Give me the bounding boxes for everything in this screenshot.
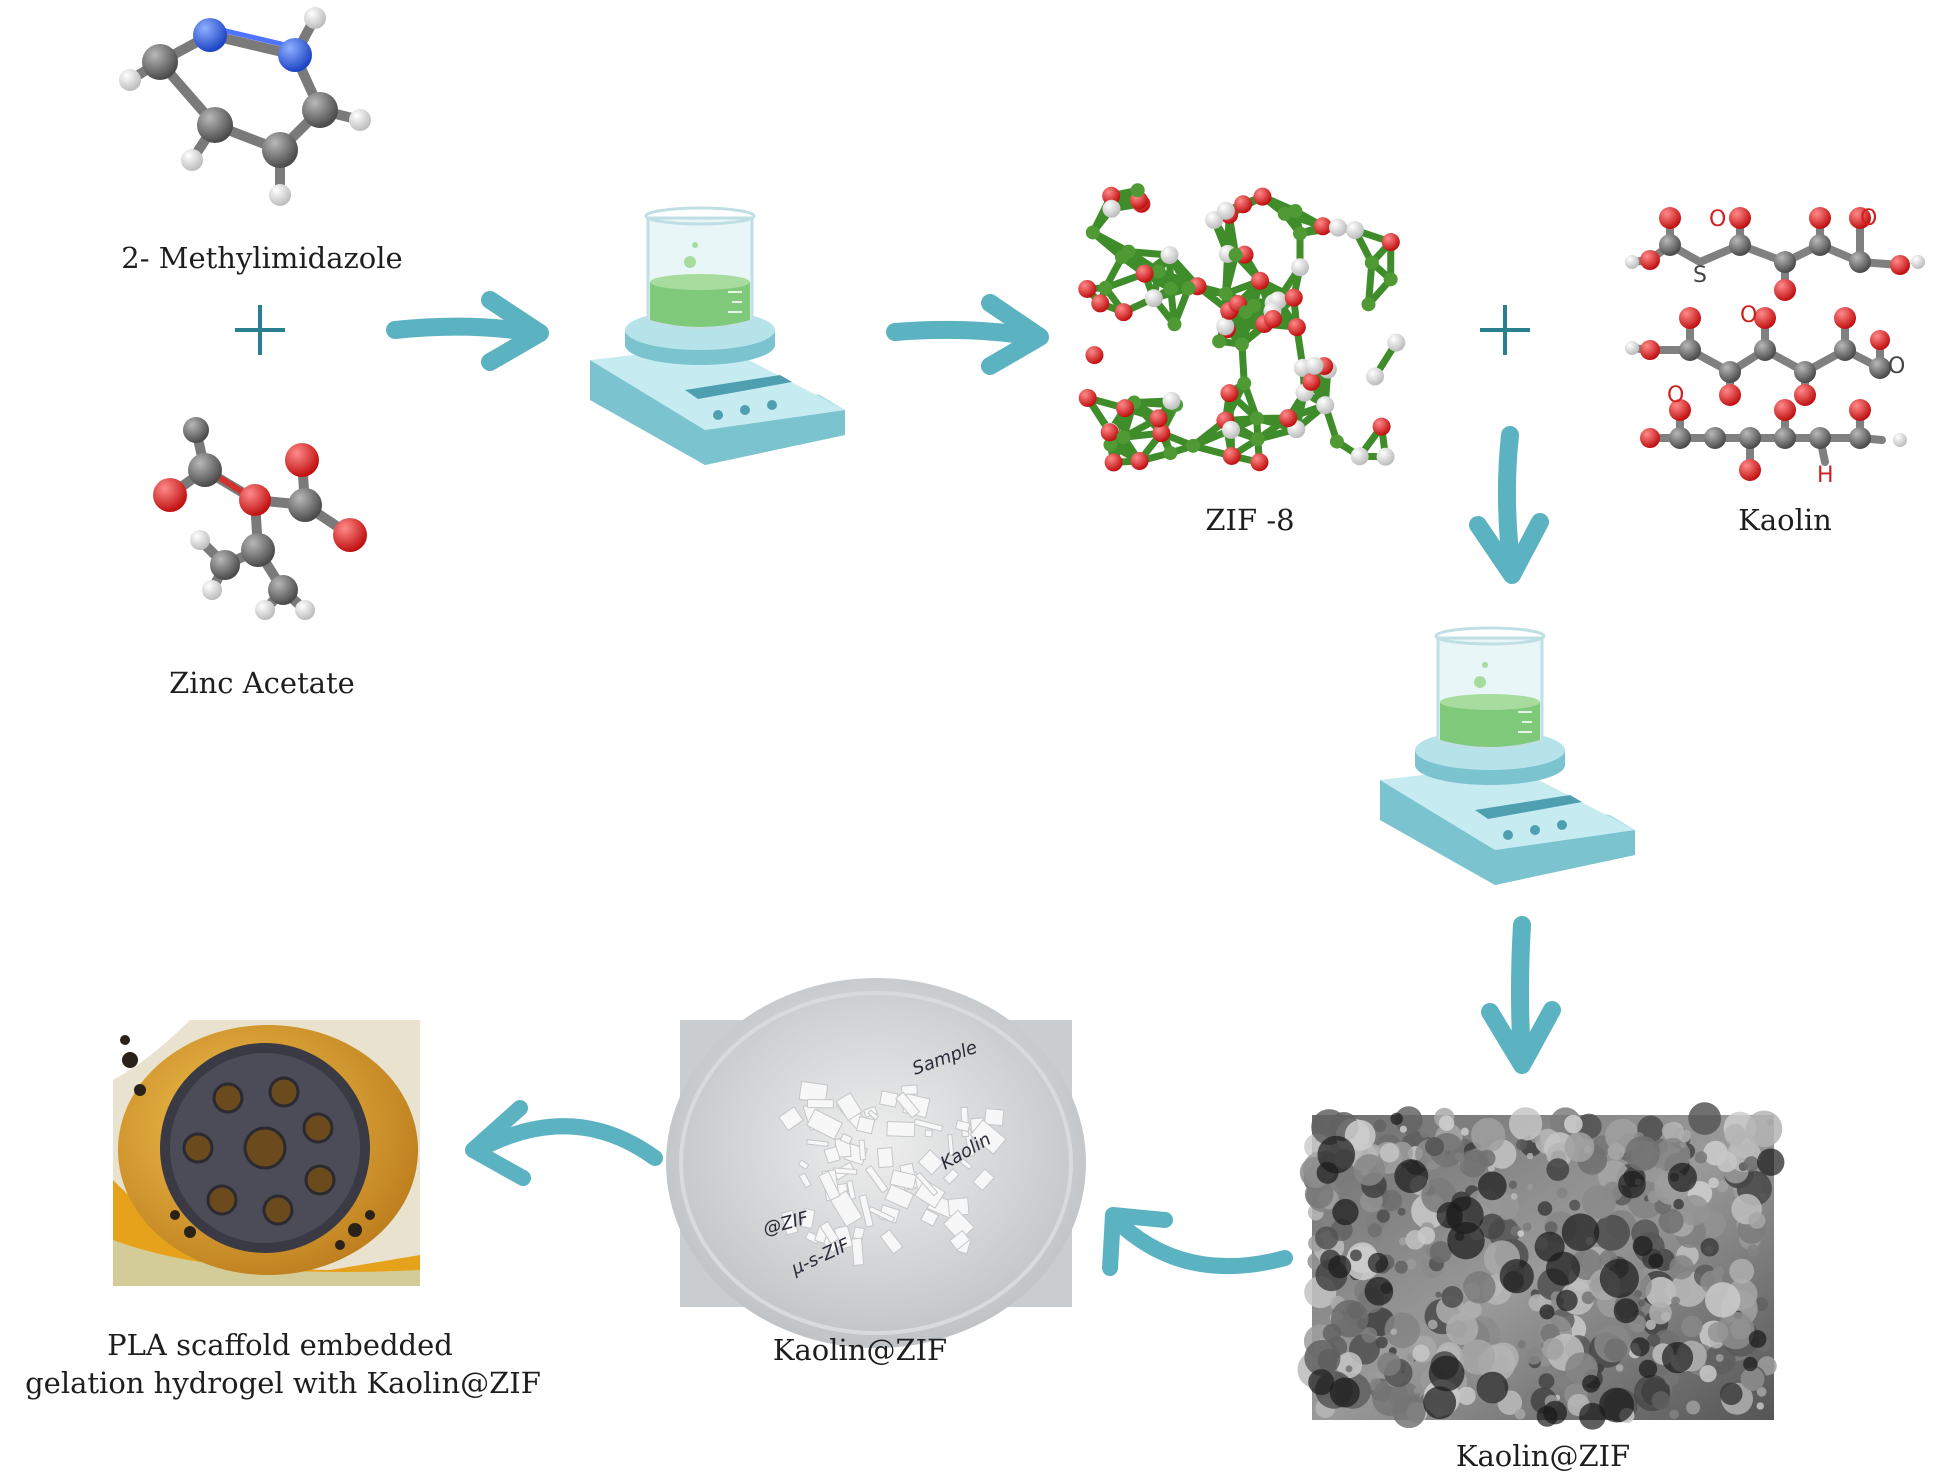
methylimidazole-label: 2- Methylimidazole [121,241,402,275]
kaolin-zif-dish-photo: Sample Kaolin @ZIF μ-s-ZIF [666,978,1086,1348]
plus-icon [235,305,285,355]
kaolin-atom-o: O [1740,303,1757,328]
arrow-dish-to-pla [465,1100,663,1186]
kaolin-atom-s: S [1693,263,1707,288]
arrow-to-stirrer-1 [386,291,549,371]
pla-label-line1: PLA scaffold embedded [107,1328,453,1362]
kaolin-zif-sem-image [1297,1102,1785,1430]
zif8-framework [1078,183,1406,472]
zif8-label: ZIF -8 [1205,503,1294,537]
kaolin-atom-o: O [1888,354,1905,379]
pla-label-line2: gelation hydrogel with Kaolin@ZIF [25,1366,541,1400]
kaolin-atom-o: O [1667,383,1684,408]
arrow-sem-to-dish [1102,1207,1293,1276]
kaolin-atom-h: H [1817,463,1834,488]
kaolin-atom-o: O [1709,207,1726,232]
arrow-down-to-sem [1481,916,1561,1074]
arrow-to-zif8 [886,294,1049,375]
kaolin-label: Kaolin [1738,503,1832,537]
kaolin-zif-sem-label: Kaolin@ZIF [1456,1439,1630,1473]
zinc-acetate-molecule [153,417,367,620]
magnetic-stirrer-1 [590,206,845,465]
pla-scaffold-photo [113,1020,420,1286]
kaolin-molecule: S O O O O O H [1625,206,1925,488]
magnetic-stirrer-2 [1380,626,1635,885]
kaolin-atom-o: O [1860,206,1877,231]
arrow-down-to-stirrer-2 [1469,426,1549,584]
methylimidazole-molecule [119,7,371,206]
kaolin-zif-dish-label: Kaolin@ZIF [773,1333,947,1367]
plus-icon [1480,305,1530,355]
zinc-acetate-label: Zinc Acetate [169,666,355,700]
